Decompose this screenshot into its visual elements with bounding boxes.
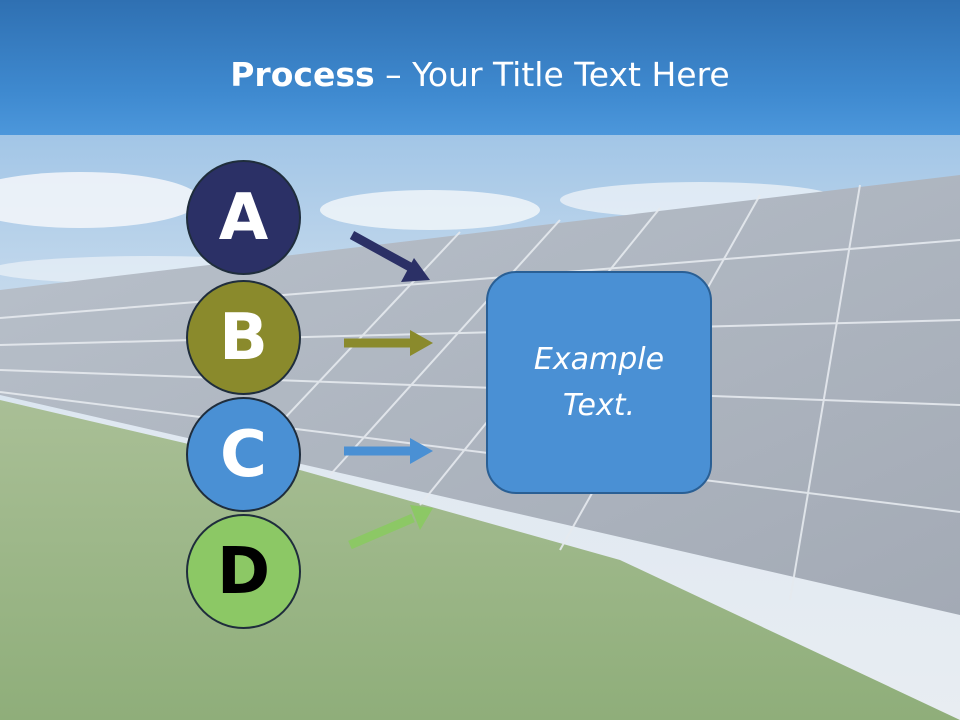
step-b-letter: B <box>219 300 268 375</box>
step-a-circle: A <box>186 160 301 275</box>
step-b-circle: B <box>186 280 301 395</box>
title-bold: Process <box>230 55 375 94</box>
arrow-a <box>349 231 430 282</box>
example-text-box: Example Text. <box>486 271 712 494</box>
step-c-letter: C <box>220 417 267 492</box>
example-text: Example Text. <box>533 341 665 423</box>
slide-title: Process – Your Title Text Here <box>0 52 960 98</box>
arrow-c <box>344 438 433 464</box>
step-d-circle: D <box>186 514 301 629</box>
step-c-circle: C <box>186 397 301 512</box>
step-d-letter: D <box>216 534 271 609</box>
title-bar <box>0 0 960 135</box>
title-rest: – Your Title Text Here <box>374 55 730 94</box>
arrow-d <box>348 505 433 550</box>
step-a-letter: A <box>218 180 269 255</box>
arrow-b <box>344 330 433 356</box>
